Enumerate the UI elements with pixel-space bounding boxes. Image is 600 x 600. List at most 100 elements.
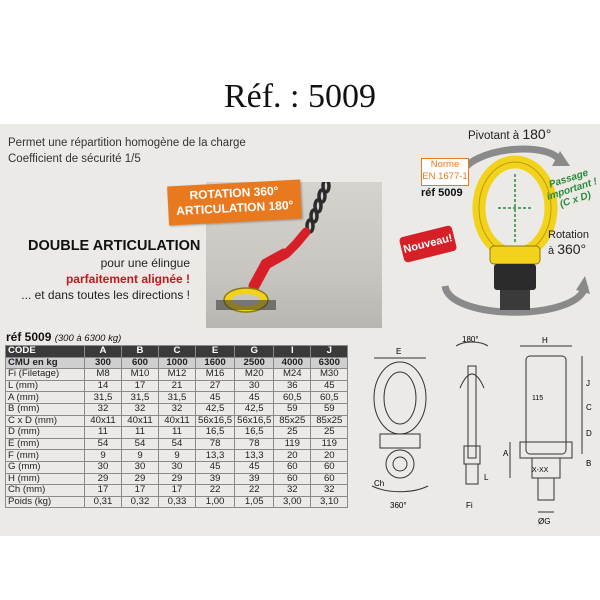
- table-row-label: Fi (Filetage): [5, 368, 85, 381]
- table-cell: 36: [273, 379, 312, 393]
- table-cell: 32: [121, 402, 159, 416]
- table-cell: 30: [234, 379, 275, 393]
- table-cell: M8: [84, 368, 122, 381]
- table-cell: 16,5: [234, 426, 275, 439]
- table-row-label: A (mm): [5, 391, 85, 404]
- rotation-value: 360°: [557, 241, 587, 257]
- table-cell: 29: [121, 472, 159, 486]
- label-L: L: [484, 473, 489, 482]
- description-line-1: Permet une répartition homogène de la ch…: [8, 137, 246, 149]
- table-cell: 40x11: [84, 414, 122, 428]
- table-cell: 45: [194, 460, 236, 474]
- label-Fi: Fi: [466, 501, 473, 510]
- table-cell: 600: [121, 356, 159, 370]
- table-cell: 13,3: [234, 449, 275, 462]
- table-cell: 40x11: [158, 414, 196, 428]
- label-B: B: [586, 459, 591, 468]
- table-cell: 59: [310, 402, 349, 416]
- table-cell: 45: [310, 379, 349, 393]
- table-cell: 60: [273, 472, 312, 486]
- table-cell: 1,00: [194, 495, 236, 509]
- table-cell: 32: [310, 484, 349, 497]
- table-cell: 27: [194, 379, 236, 393]
- table-row-label: CODE: [5, 345, 85, 358]
- pivot-text: Pivotant à: [468, 130, 520, 142]
- label-mark-2: 115: [532, 395, 543, 402]
- table-cell: 32: [158, 402, 196, 416]
- table-cell: 60: [273, 460, 312, 474]
- sling-line-1: pour une élingue: [100, 256, 190, 270]
- table-cell: 45: [234, 460, 275, 474]
- table-cell: 17: [121, 484, 159, 497]
- lifting-ring-illustration: [441, 145, 590, 316]
- label-A: A: [503, 449, 509, 458]
- table-cell: M10: [121, 368, 159, 381]
- table-row-label: D (mm): [5, 426, 85, 439]
- table-cell: A: [84, 345, 122, 358]
- table-cell: 0,33: [158, 495, 196, 509]
- table-cell: 3,00: [273, 495, 312, 509]
- table-cell: 11: [84, 426, 122, 439]
- ring-outline: [373, 361, 427, 435]
- table-row-label: CMU en kg: [5, 356, 85, 370]
- rotation-label-text: Rotation: [548, 229, 589, 241]
- table-cell: 85x25: [273, 414, 312, 428]
- table-cell: 78: [234, 437, 275, 451]
- table-cell: 11: [158, 426, 196, 439]
- norme-standard: EN 1677-1: [422, 171, 468, 182]
- table-row-label: Poids (kg): [5, 495, 85, 509]
- table-cell: M12: [158, 368, 196, 381]
- table-cell: 14: [84, 379, 122, 393]
- table-cell: 59: [273, 402, 312, 416]
- table-cell: 300: [84, 356, 122, 370]
- sling-line-3: ... et dans toutes les directions !: [21, 288, 190, 302]
- table-cell: 40x11: [121, 414, 159, 428]
- table-cell: 25: [310, 426, 349, 439]
- table-cell: M30: [310, 368, 349, 381]
- label-Ch: Ch: [374, 479, 384, 488]
- description-line-2: Coefficient de sécurité 1/5: [8, 153, 141, 165]
- table-cell: 9: [121, 449, 159, 462]
- table-cell: 32: [273, 484, 312, 497]
- label-mark-1: X-XX: [532, 467, 549, 474]
- table-cell: 31,5: [121, 391, 159, 404]
- table-cell: 56x16,5: [194, 414, 236, 428]
- table-cell: J: [310, 345, 349, 358]
- pivot-label: Pivotant à 180°: [468, 126, 551, 142]
- rotation-prefix: à: [548, 245, 555, 257]
- table-cell: 78: [194, 437, 236, 451]
- table-cell: 60,5: [310, 391, 349, 404]
- table-cell: 1600: [194, 356, 236, 370]
- table-cell: 2500: [234, 356, 275, 370]
- table-cell: 11: [121, 426, 159, 439]
- table-cell: 31,5: [84, 391, 122, 404]
- table-cell: 56x16,5: [234, 414, 275, 428]
- table-cell: 39: [234, 472, 275, 486]
- label-C: C: [586, 403, 592, 412]
- table-ref: réf 5009 (300 à 6300 kg): [6, 330, 121, 344]
- table-cell: M20: [234, 368, 275, 381]
- table-row-label: E (mm): [5, 437, 85, 451]
- table-ref-label: réf 5009: [6, 330, 52, 344]
- table-cell: B: [121, 345, 159, 358]
- table-cell: C: [158, 345, 196, 358]
- table-cell: 39: [194, 472, 236, 486]
- table-cell: 60: [310, 472, 349, 486]
- table-cell: 4000: [273, 356, 312, 370]
- table-row-label: L (mm): [5, 379, 85, 393]
- table-cell: 1,05: [234, 495, 275, 509]
- table-cell: 16,5: [194, 426, 236, 439]
- table-cell: 31,5: [158, 391, 196, 404]
- table-cell: 29: [84, 472, 122, 486]
